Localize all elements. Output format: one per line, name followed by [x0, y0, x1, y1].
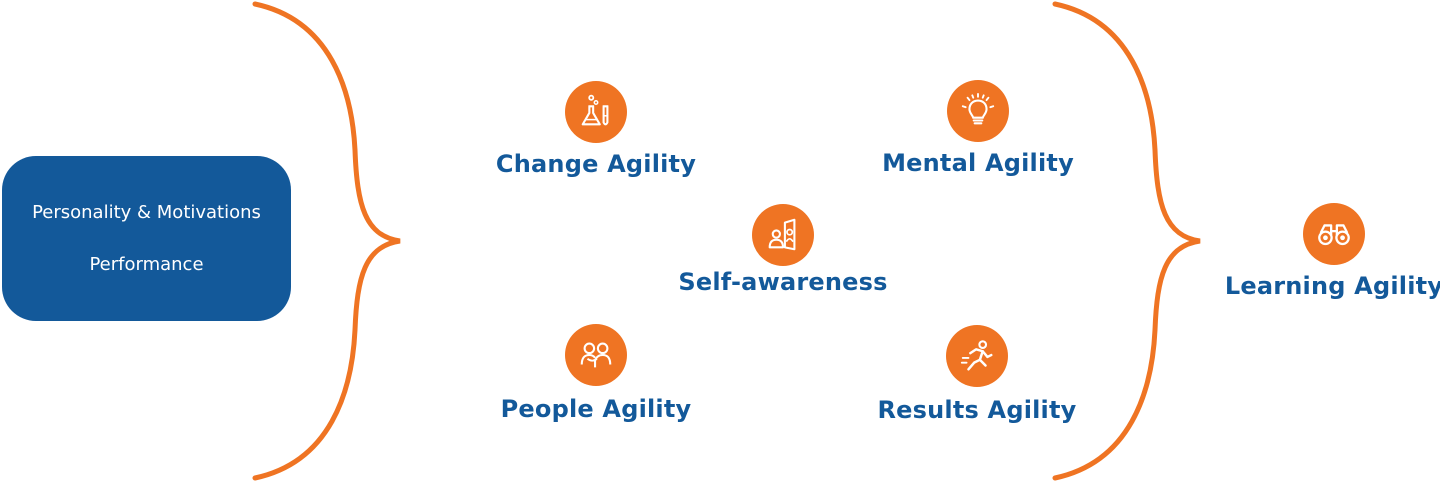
flask-icon: [565, 81, 627, 143]
people-icon: [565, 324, 627, 386]
self-awareness-label: Self-awareness: [678, 268, 888, 296]
input-personality-label: Personality & Motivations: [32, 201, 261, 223]
input-box: Personality & Motivations Performance: [2, 156, 291, 321]
lightbulb-icon: [947, 80, 1009, 142]
change-agility-label: Change Agility: [495, 150, 697, 178]
input-performance-label: Performance: [89, 253, 204, 275]
results-agility-label: Results Agility: [877, 396, 1077, 424]
mental-agility-label: Mental Agility: [882, 149, 1074, 177]
learning-agility-label: Learning Agility: [1224, 272, 1440, 300]
mirror-icon: [752, 204, 814, 266]
running-person-icon: [946, 325, 1008, 387]
binoculars-icon: [1303, 203, 1365, 265]
people-agility-label: People Agility: [500, 395, 692, 423]
